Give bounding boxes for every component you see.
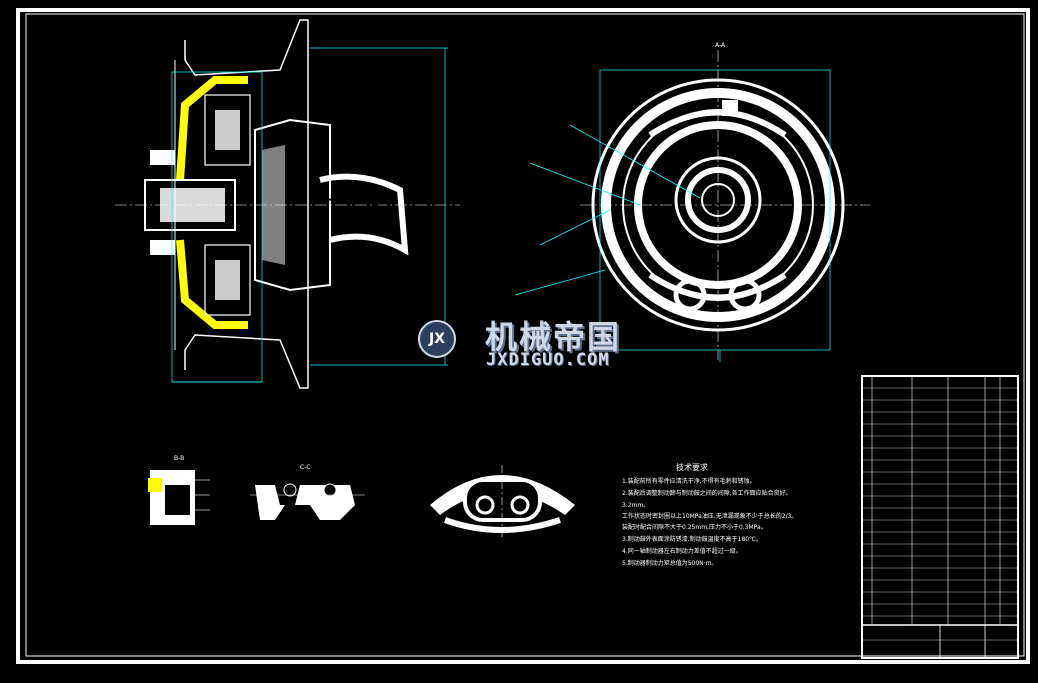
detail-b-view [148,470,210,525]
drawing-inner-frame [25,13,1025,657]
technical-note: 4.同一轴制动器左右制动力差值不超过一级。 [622,548,742,555]
detail-c-view [250,483,365,520]
watermark-logo-icon: JX [418,320,456,358]
technical-note: 3.制动鼓外表面涂防锈漆,制动鼓温度不高于180℃。 [622,536,762,543]
top-view-label: A-A [715,42,726,49]
technical-note: 1.装配前所有零件应清洗干净,不得有毛刺和锈蚀。 [622,478,756,485]
parts-list-table [861,375,1019,659]
technical-note: 5.制动器制动力矩总值为500N·m。 [622,560,718,567]
section-view-left [115,19,460,389]
technical-notes-title: 技术要求 [676,463,708,472]
technical-note: 2.装配后调整制动蹄与制动鼓之间的间隙,各工作面应贴合良好。 [622,490,792,497]
drawing-outer-frame [16,8,1030,664]
shoe-detail-view [430,465,575,540]
detail-b-label: B-B [174,455,185,462]
front-view-drum [514,50,870,362]
watermark-en-text: JXDIGUO.COM [486,350,610,370]
technical-note: 3.2mm。 [622,502,650,509]
detail-c-label: C-C [300,464,311,471]
technical-note: 工作状态时密封圈以上10MPa油压,无泄漏现象不少于总长的2/3。 [622,513,798,520]
watermark-cn-text: 机械帝国 [485,318,622,356]
technical-note: 装配时配合间隙不大于0.25mm,压力不小于0.3MPa。 [622,524,767,531]
